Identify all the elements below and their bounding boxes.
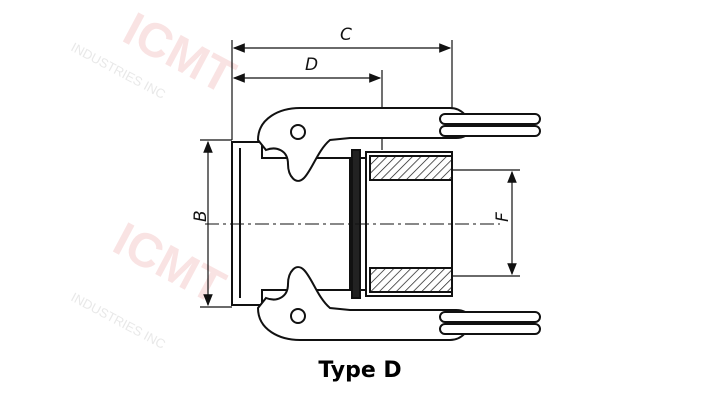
- dimension-f-label: F: [493, 212, 513, 222]
- dimension-c-label: C: [340, 25, 352, 45]
- top-cam-lever: [256, 107, 541, 182]
- watermark: ICMT INDUSTRIES INC ICMT INDUSTRIES INC: [69, 3, 244, 352]
- dimension-f: F: [452, 169, 520, 277]
- watermark-sub-2: INDUSTRIES INC: [69, 289, 169, 351]
- diagram-title: Type D: [318, 358, 402, 383]
- dimension-b-label: B: [191, 210, 211, 222]
- dimension-d-label: D: [305, 55, 318, 75]
- dimension-c: C: [231, 25, 453, 140]
- watermark-brand: ICMT: [115, 3, 243, 105]
- watermark-brand-2: ICMT: [105, 213, 233, 315]
- bottom-cam-lever: [256, 266, 541, 341]
